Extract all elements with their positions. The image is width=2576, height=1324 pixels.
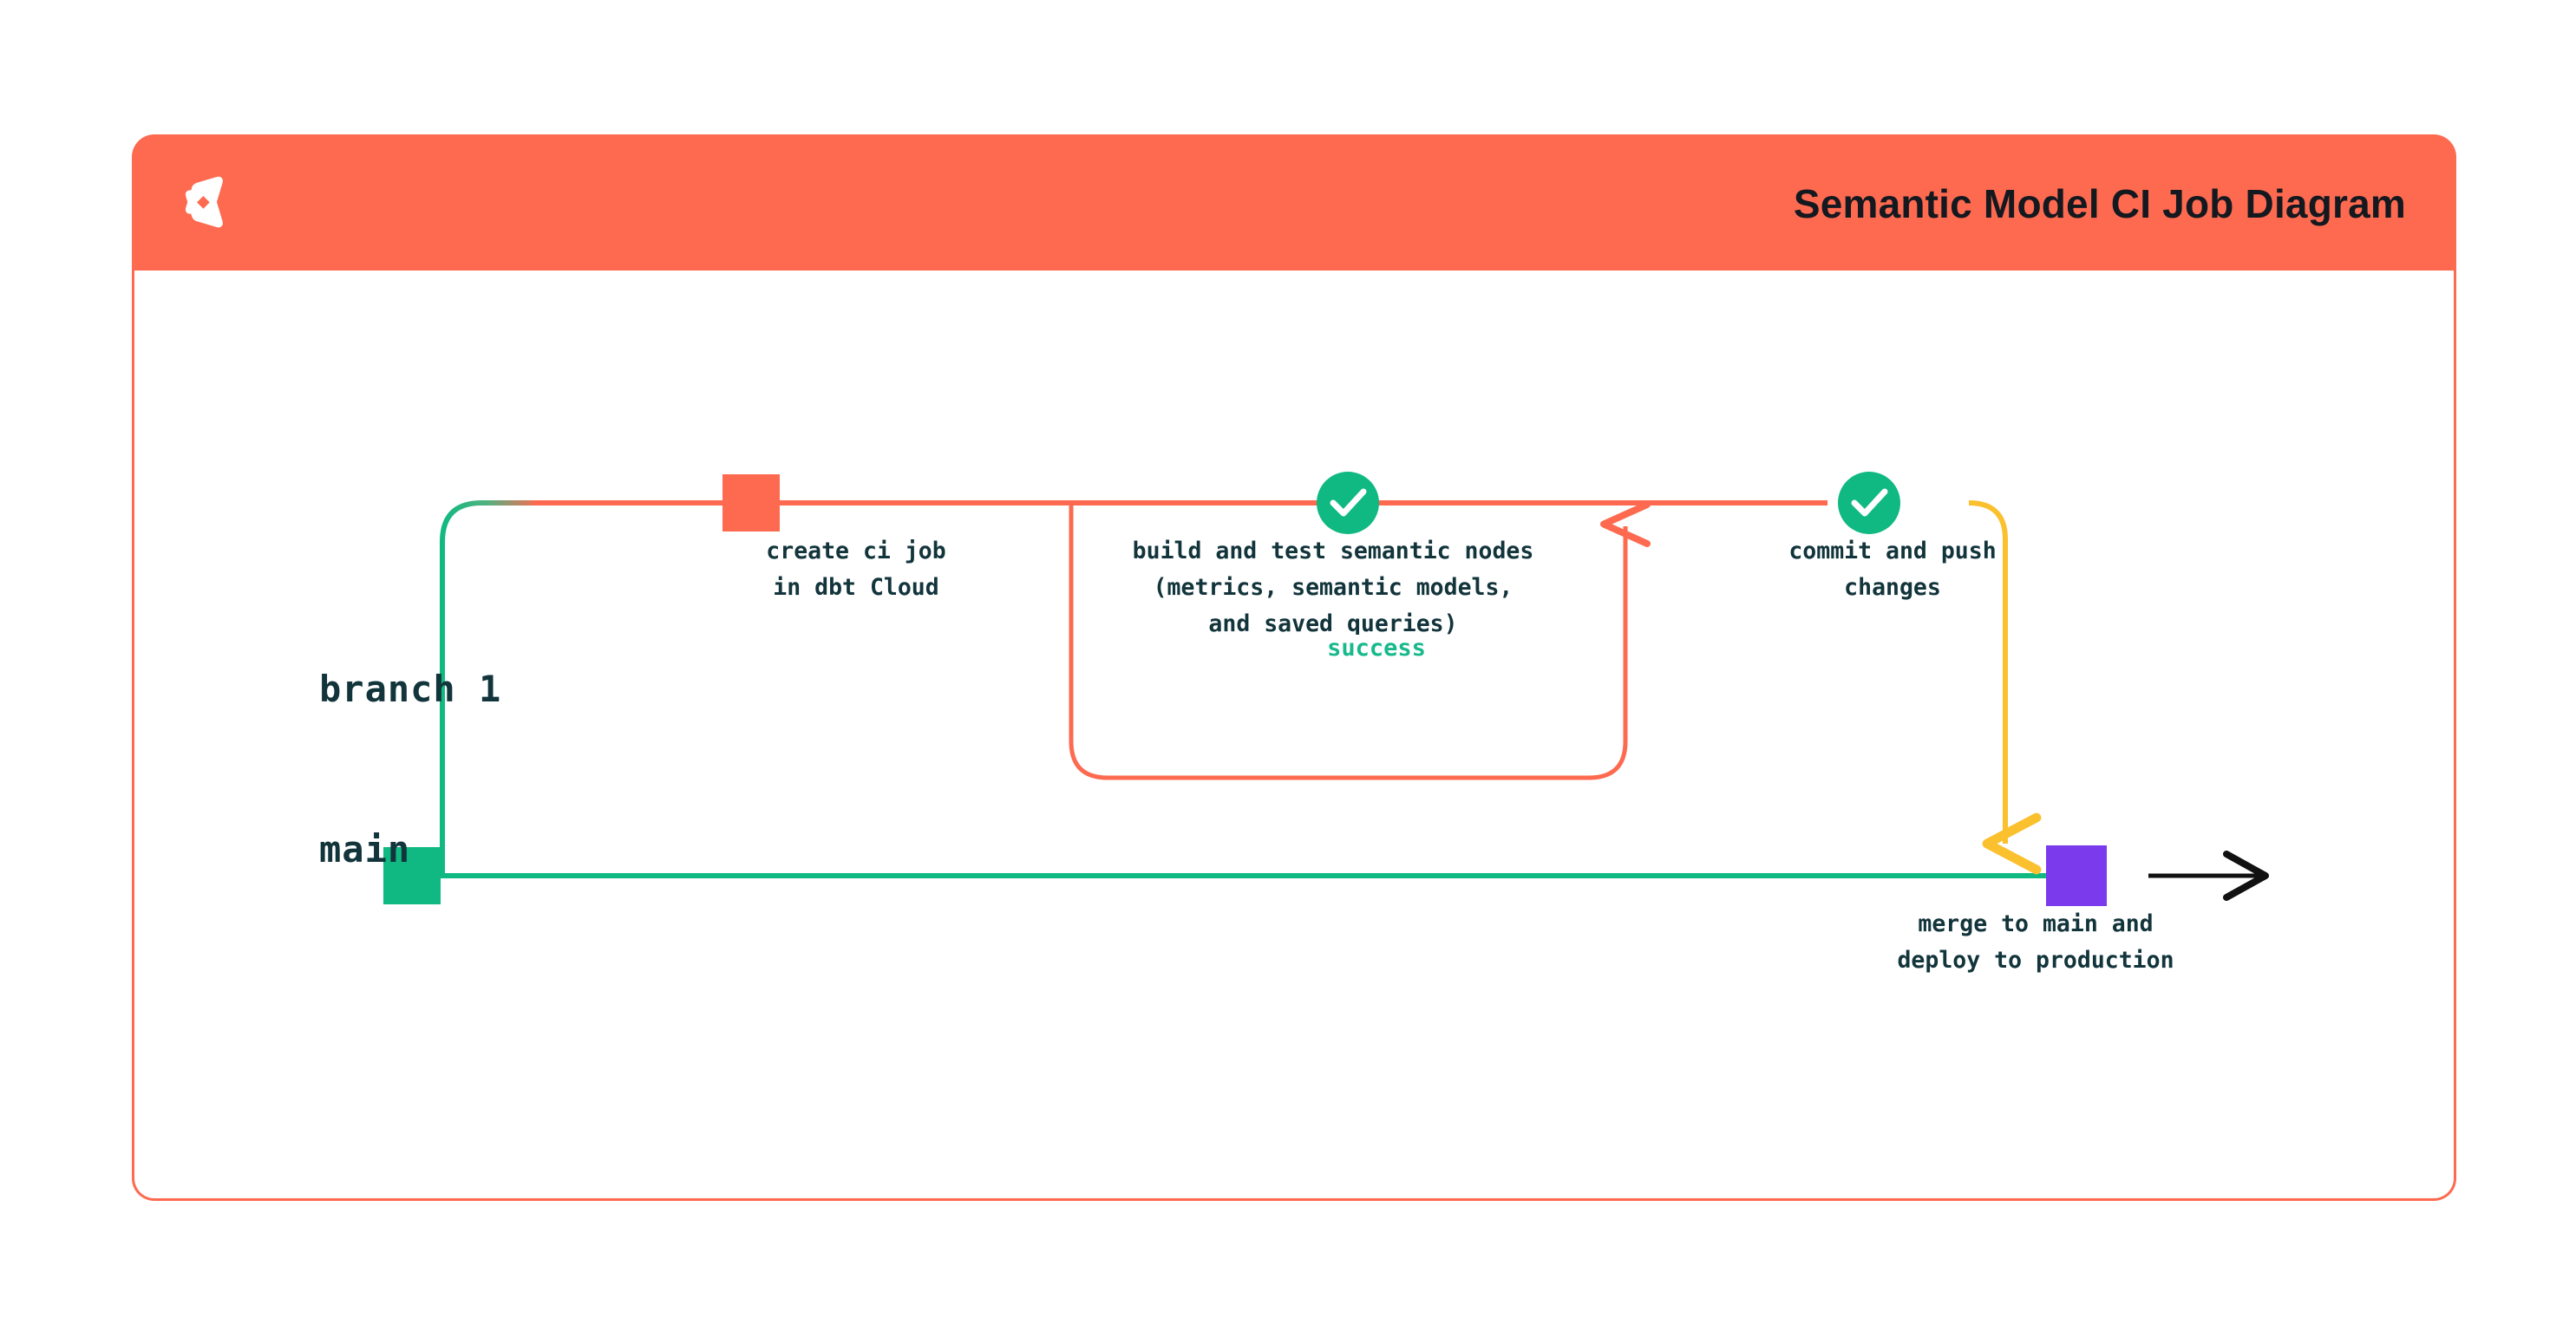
page-title: Semantic Model CI Job Diagram — [1793, 181, 2406, 226]
node-caption-build-and-test: build and test semantic nodes (metrics, … — [1132, 538, 1534, 637]
card-body — [132, 271, 2456, 1201]
node-caption-create-ci-job: create ci job in dbt Cloud — [766, 538, 946, 601]
diagram-card: Semantic Model CI Job Diagram — [132, 134, 2456, 1201]
lane-label-main: main — [319, 828, 411, 871]
dbt-logo-icon — [168, 167, 238, 237]
node-caption-commit-and-push: commit and push changes — [1788, 538, 1997, 601]
edge-label-success: success — [1220, 635, 1533, 662]
card-header: Semantic Model CI Job Diagram — [132, 134, 2456, 273]
lane-label-branch1: branch 1 — [319, 668, 502, 710]
node-caption-merge-to-main: merge to main and deploy to production — [1897, 910, 2174, 974]
